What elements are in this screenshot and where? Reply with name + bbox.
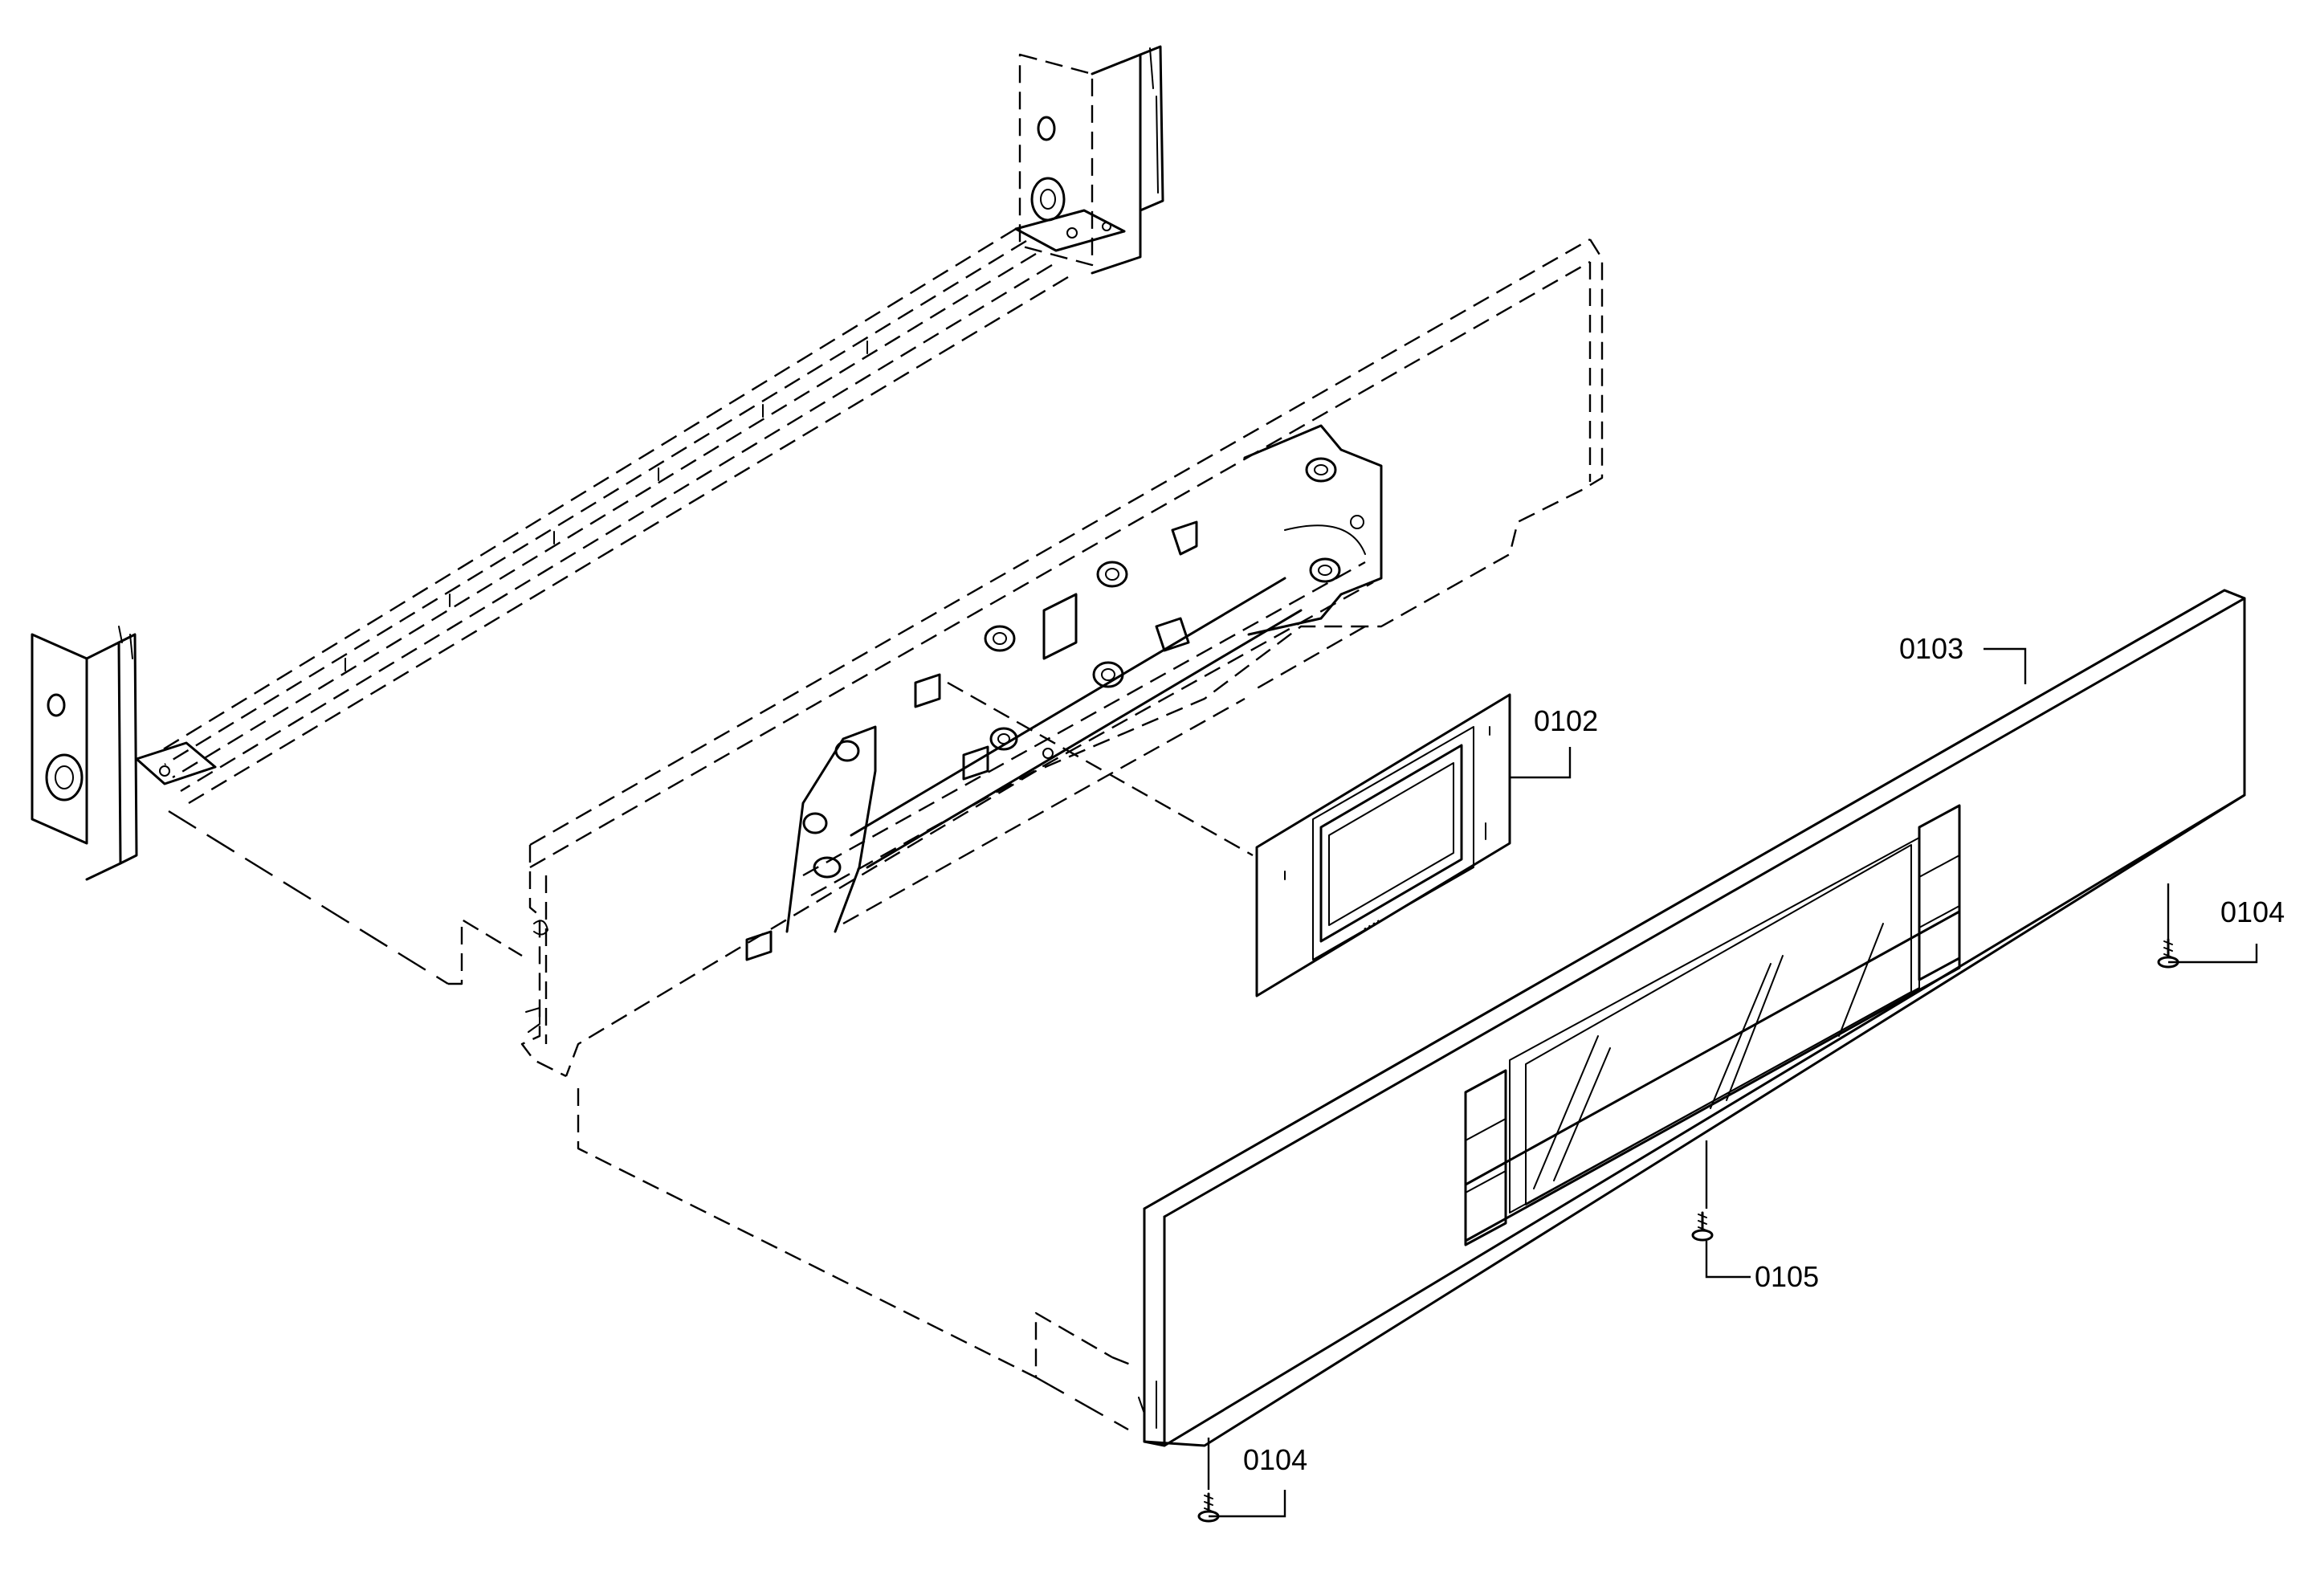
center-mounting-panel xyxy=(520,238,1604,1078)
callout-label-0103: 0103 xyxy=(1899,632,1963,665)
callout-leaders xyxy=(1207,647,2258,1518)
rear-mounting-frame xyxy=(31,45,1164,985)
front-control-panel xyxy=(1138,589,2246,1447)
callout-label-0102: 0102 xyxy=(1534,704,1598,737)
callout-label-0104-left: 0104 xyxy=(1243,1443,1307,1476)
callout-label-0105: 0105 xyxy=(1755,1260,1819,1293)
cabinet-outline xyxy=(577,1088,1137,1431)
display-module: ▪ ▪ ▪ ▪ xyxy=(947,681,1511,997)
callout-label-0104-right: 0104 xyxy=(2220,895,2285,928)
screw-0105 xyxy=(1691,1211,1714,1242)
